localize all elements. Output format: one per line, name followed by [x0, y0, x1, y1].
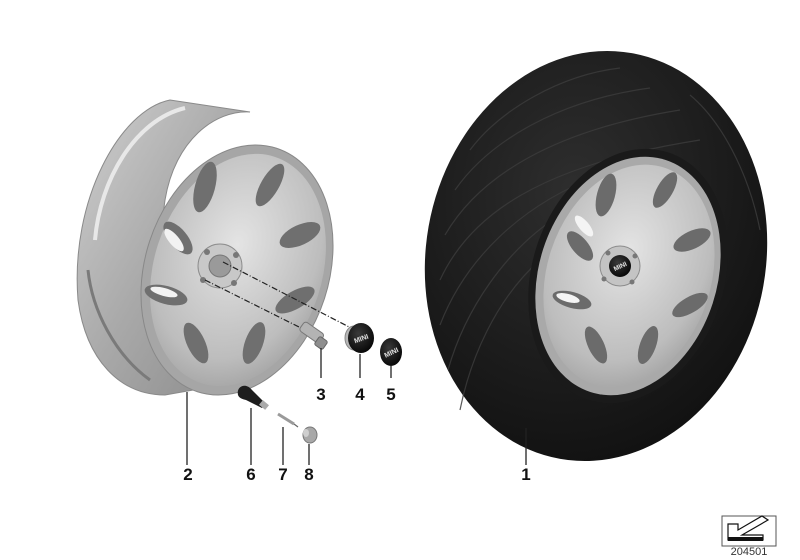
callout-3[interactable]: 3: [316, 385, 326, 404]
part-8-valve-cap[interactable]: [302, 426, 318, 444]
callout-7[interactable]: 7: [278, 465, 288, 484]
part-7-valve-core[interactable]: [277, 412, 299, 428]
leader-lines: [186, 348, 527, 465]
callout-6[interactable]: 6: [246, 465, 256, 484]
assembly-lines: [204, 261, 356, 331]
callout-4[interactable]: 4: [355, 385, 365, 404]
callout-8[interactable]: 8: [304, 465, 314, 484]
reference-arrow-icon: [721, 515, 777, 547]
callout-5[interactable]: 5: [386, 385, 396, 404]
hub-cap-logo: MINI: [353, 334, 369, 346]
part-5-emblem[interactable]: MINI: [380, 338, 402, 366]
part-1-complete-wheel[interactable]: MINI: [393, 24, 799, 489]
part-2-rim[interactable]: [76, 99, 364, 420]
part-4-hub-cap[interactable]: MINI: [344, 323, 374, 353]
diagram-reference-number: 204501: [730, 546, 768, 558]
part-6-rubber-valve[interactable]: [237, 385, 269, 410]
callout-1[interactable]: 1: [521, 465, 531, 484]
part-3-wheel-bolt[interactable]: [299, 321, 328, 350]
callout-2[interactable]: 2: [183, 465, 193, 484]
